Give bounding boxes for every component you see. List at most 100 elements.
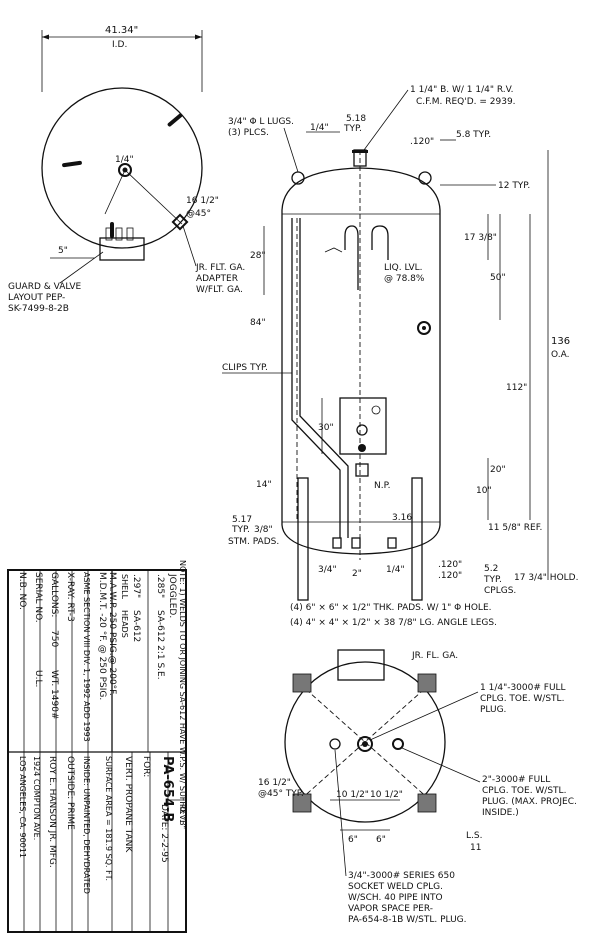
heads-note: JOGGLED. bbox=[167, 573, 177, 618]
dim-10b: 10 1/2" bbox=[370, 790, 403, 800]
top-fitting-2: C.F.M. REQ'D. = 2939. bbox=[416, 97, 516, 107]
asme: ASME SECTION VIII DIV. 1, 1992 ADD 1993 bbox=[82, 572, 91, 742]
dim-20: 20" bbox=[490, 465, 506, 475]
drawing-no: PA-654-B bbox=[160, 756, 175, 822]
hold-label: 17 3/4" HOLD. bbox=[514, 573, 578, 583]
lugs-1: 3/4" Φ L LUGS. bbox=[228, 117, 294, 127]
cplg-1: 1 1/4"-3000# FULL bbox=[480, 683, 566, 693]
weld-120: .120" bbox=[410, 137, 434, 147]
liq-2: @ 78.8% bbox=[384, 274, 425, 284]
gauge-box bbox=[339, 397, 387, 455]
mawp: M.A.W.P. 250 PSIG.@ 200°F. bbox=[107, 572, 117, 696]
heads-label: HEADS bbox=[120, 610, 129, 638]
weight: WT. 1490# bbox=[49, 670, 59, 720]
note-line: NOTE: 1) WELDS TO OR JOINING SA-612 HAVE… bbox=[178, 560, 187, 829]
dim-50: 50" bbox=[490, 273, 506, 283]
angle-2: @45° TYP. bbox=[258, 789, 304, 799]
ls-1: L.S. bbox=[466, 831, 482, 841]
jr-gauge-2: ADAPTER bbox=[196, 274, 238, 284]
dim-30: 30" bbox=[318, 423, 334, 433]
top-center-fitting-icon bbox=[118, 163, 132, 177]
jr-gauge-3: W/FLT. GA. bbox=[196, 285, 243, 295]
fit-typ: TYP. bbox=[483, 575, 502, 585]
valve-guard bbox=[99, 237, 145, 261]
cplg-3: PLUG. bbox=[480, 705, 506, 715]
weld-58: 5.8 TYP. bbox=[456, 130, 491, 140]
ul-label: U.L. bbox=[33, 670, 43, 687]
jr-angle-label-2: @45° bbox=[186, 209, 211, 219]
diameter-note: I.D. bbox=[112, 40, 127, 50]
cplg2-1: 2"-3000# FULL bbox=[482, 775, 550, 785]
dim-14: 14" bbox=[256, 480, 272, 490]
bottom-center-coupling-icon bbox=[357, 736, 373, 752]
surface: SURFACE AREA = 181.9 SQ. FT. bbox=[104, 756, 113, 881]
address: 1924 COMPTON AVE. bbox=[32, 756, 41, 840]
nb-no: N.B. NO. bbox=[17, 572, 27, 610]
city: LOS ANGELES, CA. 90011 bbox=[18, 756, 27, 858]
weld-quarter: 1/4" bbox=[310, 123, 329, 133]
inside: INSIDE: UNPAINTED, DEHYDRATED bbox=[82, 756, 91, 894]
dim-6b: 6" bbox=[376, 835, 386, 845]
mdmt: M.D.M.T. -20 °F. @ 250 PSIG. bbox=[97, 572, 107, 700]
weld-12: 12 TYP. bbox=[498, 181, 530, 191]
dim-136: 136 bbox=[551, 336, 570, 347]
socket-1: 3/4"-3000# SERIES 650 bbox=[348, 871, 455, 881]
jr-angle-label: 16 1/2" bbox=[186, 196, 219, 206]
tank-shell bbox=[281, 167, 441, 555]
date: DATE: 2-2-95 bbox=[159, 804, 169, 863]
weld-3-8: 3/8" bbox=[254, 525, 273, 535]
cplg2-2: CPLG. TOE. W/STL. bbox=[482, 786, 566, 796]
guard-layout-1: GUARD & VALVE bbox=[8, 282, 82, 292]
ls-2: 11 bbox=[470, 843, 481, 853]
heads-mat: SA-612 2:1 S.E. bbox=[155, 610, 165, 680]
for-value: VERT. PROPANE TANK bbox=[123, 756, 133, 853]
bottom-view-shell bbox=[284, 661, 446, 823]
elevation-view: 1 1/4" B. W/ 1 1/4" R.V. C.F.M. REQ'D. =… bbox=[222, 85, 578, 628]
leg-right bbox=[411, 477, 423, 601]
jr-gauge-1: JR. FLT. GA. bbox=[195, 263, 245, 273]
dim-17: 17 3/8" bbox=[464, 233, 497, 243]
pads-note: STM. PADS. bbox=[228, 537, 279, 547]
for-label: FOR: bbox=[141, 756, 151, 777]
fit-34: 3/4" bbox=[318, 565, 337, 575]
fit-52: 5.2 bbox=[484, 564, 498, 574]
serial-no: SERIAL NO. bbox=[33, 572, 43, 623]
socket-5: PA-654-8-1B W/STL. PLUG. bbox=[348, 915, 467, 925]
dim-10: 10" bbox=[476, 486, 492, 496]
diameter-label: 41.34" bbox=[105, 25, 138, 36]
gallons-value: 750 bbox=[49, 630, 59, 647]
dim-136-note: O.A. bbox=[551, 350, 569, 360]
ref-11: 11 5/8" REF. bbox=[488, 523, 542, 533]
cplg-2: CPLG. TOE. W/STL. bbox=[480, 694, 564, 704]
dim-10a: 10 1/2" bbox=[336, 790, 369, 800]
np-label: N.P. bbox=[374, 481, 390, 491]
xray: X-RAY: RT-3 bbox=[65, 572, 75, 622]
legs-line: (4) 4" × 4" × 1/2" × 38 7/8" LG. ANGLE L… bbox=[290, 618, 497, 628]
top-view-shell bbox=[41, 87, 203, 249]
angle-1: 16 1/2" bbox=[258, 778, 291, 788]
fit-120b: .120" bbox=[438, 571, 462, 581]
top-view: 41.34" I.D. 1/4" 5" 16 1/2" @45° GUARD &… bbox=[8, 25, 245, 314]
dim-112: 112" bbox=[506, 383, 527, 393]
gallons-label: GALLONS: bbox=[49, 572, 59, 617]
shell-mat: SA-612 bbox=[131, 610, 141, 642]
rev: REV. bbox=[178, 804, 187, 822]
pads-line: (4) 6" × 6" × 1/2" THK. PADS. W/ 1" Φ HO… bbox=[290, 603, 492, 613]
company: ROY E. HANSON JR. MFG. bbox=[47, 756, 57, 868]
liq-1: LIQ. LVL. bbox=[384, 263, 423, 273]
dim-84: 84" bbox=[250, 318, 266, 328]
fit-120a: .120" bbox=[438, 560, 462, 570]
jr-flt: JR. FL. GA. bbox=[411, 651, 458, 661]
weld-518: 5.18 bbox=[346, 114, 366, 124]
shell-thk: .297" bbox=[131, 574, 141, 598]
fit-2: 2" bbox=[352, 569, 362, 579]
shell-label: SHELL bbox=[120, 574, 129, 600]
fit-14: 1/4" bbox=[386, 565, 405, 575]
socket-4: VAPOR SPACE PER- bbox=[348, 904, 433, 914]
socket-3: W/SCH. 40 PIPE INTO bbox=[348, 893, 443, 903]
leg-left bbox=[297, 477, 309, 601]
fit-cplgs: CPLGS. bbox=[484, 586, 516, 596]
dim-28: 28" bbox=[250, 251, 266, 261]
